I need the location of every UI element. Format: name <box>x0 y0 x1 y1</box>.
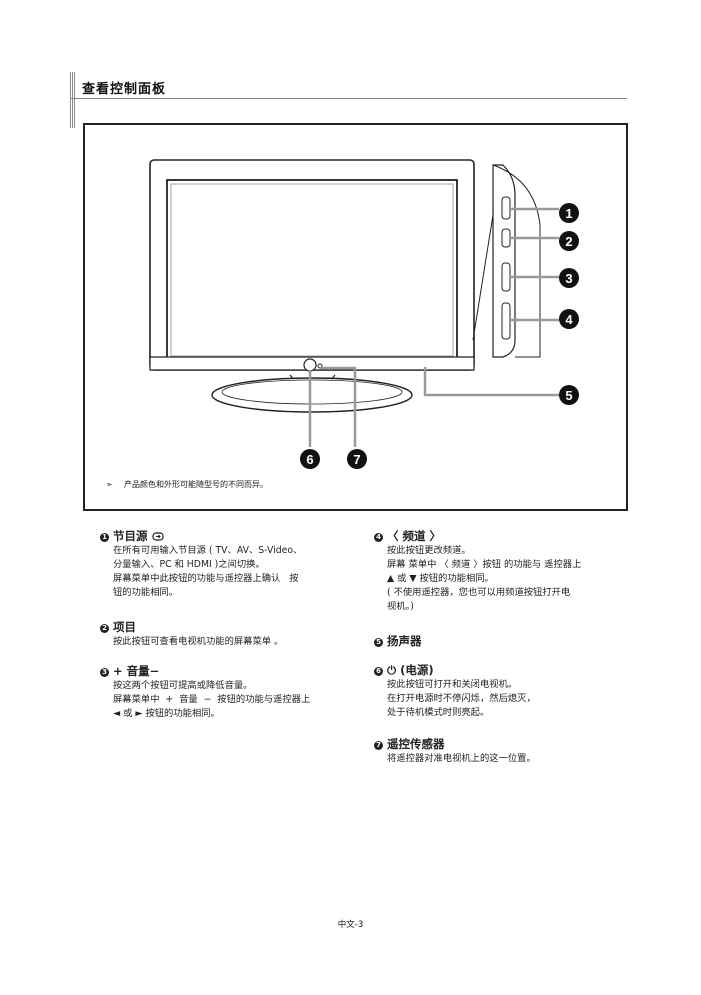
section-number: 3 <box>100 668 109 677</box>
callout-3: 3 <box>565 271 572 286</box>
section-menu: 2 项目 按此按钮可查看电视机功能的屏幕菜单 。 <box>100 619 358 649</box>
section-body: 在所有可用输入节目源 ( TV、AV、S-Video、 分量输入、PC 和 HD… <box>113 545 303 598</box>
callout-5: 5 <box>565 388 572 403</box>
figure-note: ➣ 产品颜色和外形可能随型号的不同而异。 <box>106 479 268 490</box>
section-number: 6 <box>374 667 383 676</box>
callout-2: 2 <box>565 234 572 249</box>
arrow-icon: ➣ <box>106 480 113 489</box>
section-heading: 遥控传感器 <box>387 737 445 751</box>
callout-7: 7 <box>353 452 360 467</box>
tv-screen <box>166 179 458 361</box>
title-rule <box>70 72 627 99</box>
section-heading: 项目 <box>113 620 136 634</box>
section-body: 按此按钮更改频道。 屏幕 菜单中 〈 频道 〉按钮 的功能与 遥控器上 ▲ 或 … <box>387 545 582 612</box>
page-title: 查看控制面板 <box>82 82 167 97</box>
channel-button <box>501 302 511 340</box>
section-power: 6 ⏻ (电源) 按此按钮可打开和关闭电视机。 在打开电源时不停闪烁，然后熄灭， … <box>374 662 627 720</box>
source-button <box>501 196 511 220</box>
tv-illustration: 1 2 3 4 5 6 7 <box>149 159 579 469</box>
callout-markers: 1 2 3 4 5 6 7 <box>300 203 579 469</box>
section-number: 5 <box>374 638 383 647</box>
section-speaker: 5 扬声器 <box>374 633 627 649</box>
page-footer: 中文-3 <box>337 920 364 930</box>
section-remote-sensor: 7 遥控传感器 将遥控器对准电视机上的这一位置。 <box>374 736 627 766</box>
section-body: 将遥控器对准电视机上的这一位置。 <box>387 753 536 764</box>
section-volume: 3 + 音量− 按这两个按钮可提高或降低音量。 屏幕菜单中 + 音量 − 按钮的功… <box>100 663 358 721</box>
section-number: 7 <box>374 741 383 750</box>
section-number: 4 <box>374 533 383 542</box>
section-body: 按这两个按钮可提高或降低音量。 屏幕菜单中 + 音量 − 按钮的功能与遥控器上 … <box>113 680 311 719</box>
section-heading: 扬声器 <box>387 634 422 648</box>
control-panel-figure: 1 2 3 4 5 6 7 <box>83 123 628 511</box>
section-body: 按此按钮可查看电视机功能的屏幕菜单 。 <box>113 636 284 647</box>
figure-note-text: 产品颜色和外形可能随型号的不同而异。 <box>124 480 268 489</box>
section-channel: 4 〈 频道 〉 按此按钮更改频道。 屏幕 菜单中 〈 频道 〉按钮 的功能与 遥… <box>374 528 627 614</box>
volume-button <box>501 262 511 292</box>
section-heading: + 音量− <box>113 664 160 678</box>
source-icon <box>151 532 164 541</box>
tv-stand-base <box>211 377 413 413</box>
callout-1: 1 <box>565 206 572 221</box>
title-stripe-decoration <box>70 72 76 128</box>
power-button-icon <box>303 358 317 372</box>
section-heading: ⏻ (电源) <box>387 663 434 677</box>
menu-button <box>501 228 511 248</box>
section-heading: 节目源 <box>113 529 148 543</box>
section-number: 2 <box>100 624 109 633</box>
callout-6: 6 <box>306 452 313 467</box>
callout-4: 4 <box>565 312 573 327</box>
section-source: 1 节目源 在所有可用输入节目源 ( TV、AV、S-Video、 分量输入、PC… <box>100 528 358 600</box>
section-body: 按此按钮可打开和关闭电视机。 在打开电源时不停闪烁，然后熄灭， 处于待机模式时则… <box>387 679 536 718</box>
section-heading: 〈 频道 〉 <box>387 529 442 543</box>
section-number: 1 <box>100 533 109 542</box>
